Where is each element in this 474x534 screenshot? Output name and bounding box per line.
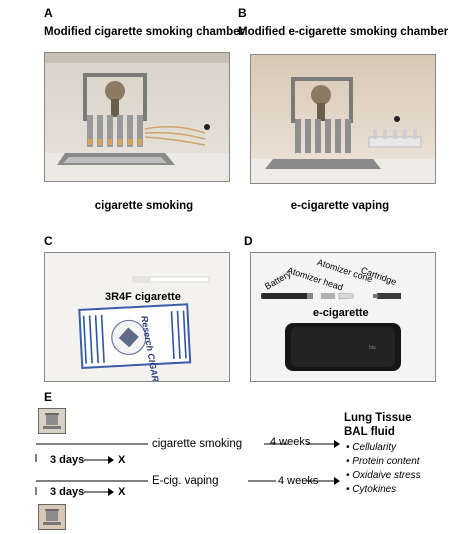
row1-exposure-label: cigarette smoking	[152, 438, 243, 450]
vaping-chamber-thumbnail	[38, 504, 66, 530]
panel-a-title: Modified cigarette smoking chamber	[44, 26, 245, 38]
row1-duration-label: 4 weeks	[270, 436, 311, 448]
outcome-lung-tissue: Lung Tissue	[344, 412, 412, 424]
panel-b-letter: B	[238, 6, 247, 20]
smoking-chamber-photo	[44, 52, 230, 182]
outcome-cytokines: • Cytokines	[346, 484, 397, 495]
row2-duration-label: 4 weeks	[278, 475, 319, 487]
e-cigarette-photo: blu Battery Atomizer head Atomizer cone …	[250, 252, 436, 382]
outcome-bal-fluid: BAL fluid	[344, 426, 395, 438]
smoking-chamber-thumbnail	[38, 408, 66, 434]
cigarette-label: 3R4F cigarette	[105, 291, 181, 303]
panel-c-letter: C	[44, 234, 53, 248]
e-cigarette-label: e-cigarette	[313, 307, 369, 319]
cigarette-photo: 3R4F cigarette Reserch CIGARETTE	[44, 252, 230, 382]
outcome-oxidative-stress: • Oxidaive stress	[346, 470, 421, 481]
panel-b-title: Modified e-cigarette smoking chamber	[238, 26, 449, 38]
panel-b-caption: e-cigarette vaping	[290, 200, 390, 212]
row2-exposure-label: E-cig. vaping	[152, 475, 219, 487]
row2-pre-days: 3 days	[50, 486, 85, 498]
outcome-cellularity: • Cellularity	[346, 442, 397, 453]
panel-a-letter: A	[44, 6, 53, 20]
row1-x-mark: X	[118, 454, 126, 466]
row1-pre-days: 3 days	[50, 454, 85, 466]
svg-text:blu: blu	[369, 345, 376, 351]
row2-x-mark: X	[118, 486, 126, 498]
outcome-protein-content: • Protein content	[346, 456, 420, 467]
vaping-chamber-photo	[250, 54, 436, 184]
panel-d-letter: D	[244, 234, 253, 248]
panel-a-caption: cigarette smoking	[94, 200, 194, 212]
panel-e-letter: E	[44, 390, 53, 404]
